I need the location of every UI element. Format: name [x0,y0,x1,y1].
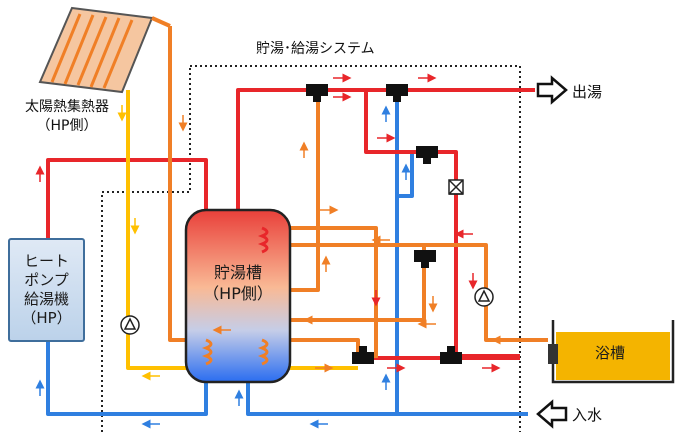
flow-arrows-yellow [117,105,160,381]
heat-exchange-coils [201,226,269,366]
water-inlet-label: 入水 [572,406,603,424]
pump-bath [474,287,494,307]
bathtub-label: 浴槽 [594,344,625,362]
solar-collector-panel [38,6,171,94]
storage-tank-body [184,208,292,384]
flow-arrows-red [35,73,501,373]
hot-water-pipes [46,88,535,360]
flow-arrows-orange [178,115,510,373]
outlet-arrow-shape [536,75,568,105]
bathtub-body [548,320,675,384]
check-valve [448,179,464,195]
flow-arrows-blue [35,105,411,429]
heat-pump-label: ヒート ポンプ 給湯機 （HP） [21,252,72,327]
mixing-valves [306,84,462,364]
inlet-arrow-shape [536,399,568,429]
hot-water-outlet-label: 出湯 [572,83,603,101]
cold-water-pipes [46,96,528,416]
storage-tank-label: 貯湯槽 （HP側） [203,263,273,303]
pump-solar [120,315,140,335]
system-boundary [101,65,521,432]
system-title: 貯湯･給湯システム [256,41,375,57]
heat-pump-unit: ヒート ポンプ 給湯機 （HP） [8,238,85,342]
solar-collector-label: 太陽熱集熱器 （HP側） [25,99,109,134]
